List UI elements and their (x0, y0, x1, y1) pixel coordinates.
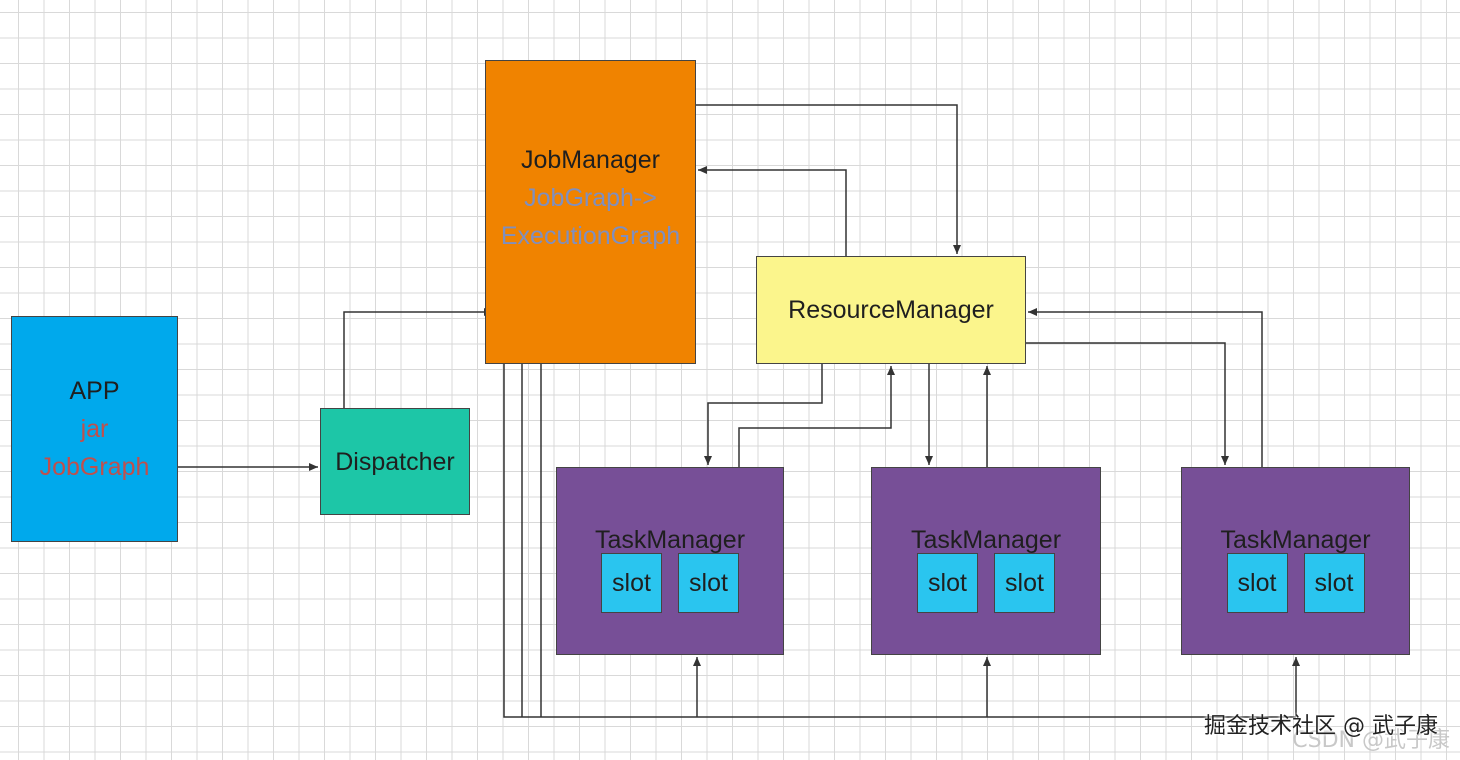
slot-box[interactable]: slot (1303, 553, 1365, 613)
app-jar-label: jar (80, 415, 109, 443)
slot-box[interactable]: slot (601, 553, 662, 613)
app-node[interactable]: APP jar JobGraph (11, 316, 178, 542)
arrow-rm-to-tm3 (1026, 342, 1229, 465)
taskmanager-label: TaskManager (910, 526, 1062, 554)
jobgraph-arrow-label: JobGraph-> (524, 184, 657, 212)
app-jobgraph-label: JobGraph (39, 453, 150, 481)
arrow-tm1-to-rm (738, 366, 895, 467)
taskmanager-label: TaskManager (1220, 526, 1371, 554)
taskmanager-label: TaskManager (594, 526, 746, 554)
bus-line-1 (503, 364, 1296, 718)
arrow-tm3-to-rm (1028, 308, 1263, 467)
taskmanager-node-1[interactable]: TaskManager slot slot (556, 467, 784, 655)
slot-box[interactable]: slot (678, 553, 739, 613)
arrow-dispatcher-to-jobmanager (343, 308, 493, 408)
watermark: 掘金技术社区 @ 武子康 (1204, 714, 1438, 739)
slot-group: slot slot (1226, 553, 1365, 613)
arrow-jobmanager-to-resourcemanager (696, 104, 961, 254)
arrow-rm-to-tm1 (704, 364, 823, 465)
dispatcher-label: Dispatcher (335, 447, 455, 476)
app-label: APP (69, 377, 120, 405)
executiongraph-label: ExecutionGraph (500, 222, 681, 250)
dispatcher-node[interactable]: Dispatcher (320, 408, 470, 515)
taskmanager-node-3[interactable]: TaskManager slot slot (1181, 467, 1410, 655)
slot-group: slot slot (601, 553, 739, 613)
slot-box[interactable]: slot (1226, 553, 1288, 613)
slot-group: slot slot (917, 553, 1055, 613)
taskmanager-node-2[interactable]: TaskManager slot slot (871, 467, 1101, 655)
slot-box[interactable]: slot (917, 553, 978, 613)
jobmanager-label: JobManager (521, 146, 660, 174)
jobmanager-node[interactable]: JobManager JobGraph-> ExecutionGraph (485, 60, 696, 364)
arrow-resourcemanager-to-jobmanager (698, 166, 847, 256)
watermark-secondary: CSDN @武子康 (1292, 728, 1450, 753)
resourcemanager-node[interactable]: ResourceManager (756, 256, 1026, 364)
slot-box[interactable]: slot (994, 553, 1055, 613)
resourcemanager-label: ResourceManager (788, 296, 994, 324)
